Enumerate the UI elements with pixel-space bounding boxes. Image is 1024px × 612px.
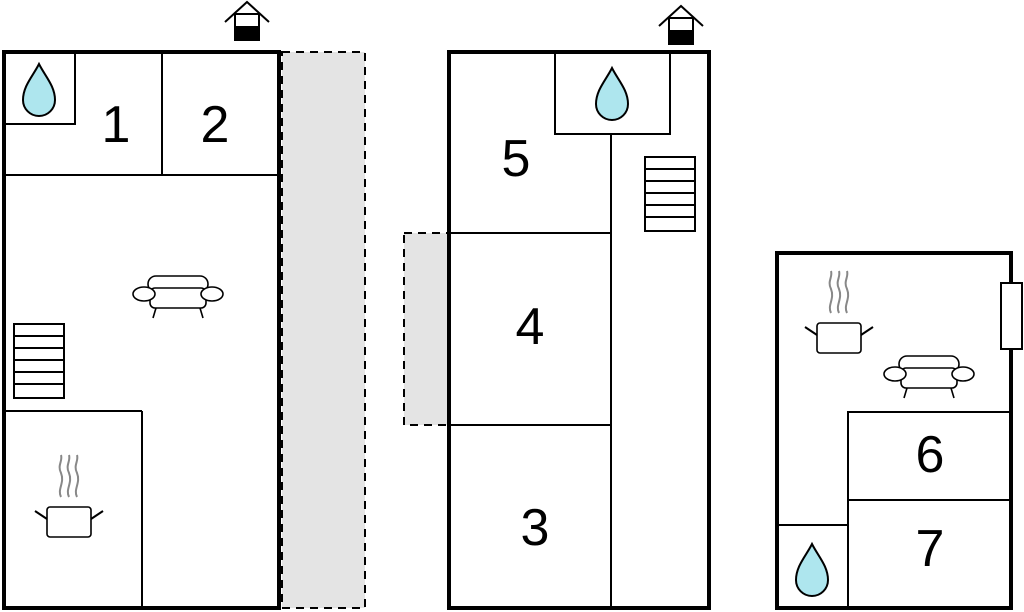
room-number-1: 1 bbox=[102, 96, 131, 154]
floor-2-outline bbox=[447, 50, 711, 610]
floor-2: 5 4 3 bbox=[403, 5, 711, 610]
stairs-icon bbox=[13, 323, 65, 399]
room-number-6: 6 bbox=[916, 426, 945, 484]
cooking-pot-icon bbox=[804, 270, 874, 354]
window-icon bbox=[1000, 282, 1023, 350]
room-number-2: 2 bbox=[201, 96, 230, 154]
room-number-4: 4 bbox=[516, 298, 545, 356]
terrace-floor-1 bbox=[281, 51, 366, 609]
room-number-7: 7 bbox=[916, 520, 945, 578]
room-number-3: 3 bbox=[521, 499, 550, 557]
water-drop-icon bbox=[595, 67, 629, 121]
sofa-icon bbox=[883, 355, 975, 399]
water-drop-icon bbox=[795, 543, 829, 597]
house-entrance-icon bbox=[658, 5, 704, 45]
sofa-icon bbox=[132, 275, 224, 319]
cooking-pot-icon bbox=[34, 454, 104, 538]
floor-3: 6 7 bbox=[775, 251, 1023, 610]
house-entrance-icon bbox=[224, 1, 270, 41]
stairs-icon bbox=[644, 156, 696, 232]
terrace-floor-2 bbox=[403, 232, 449, 426]
floor-1: 1 2 bbox=[2, 1, 366, 610]
water-drop-icon bbox=[22, 63, 56, 117]
room-number-5: 5 bbox=[502, 130, 531, 188]
